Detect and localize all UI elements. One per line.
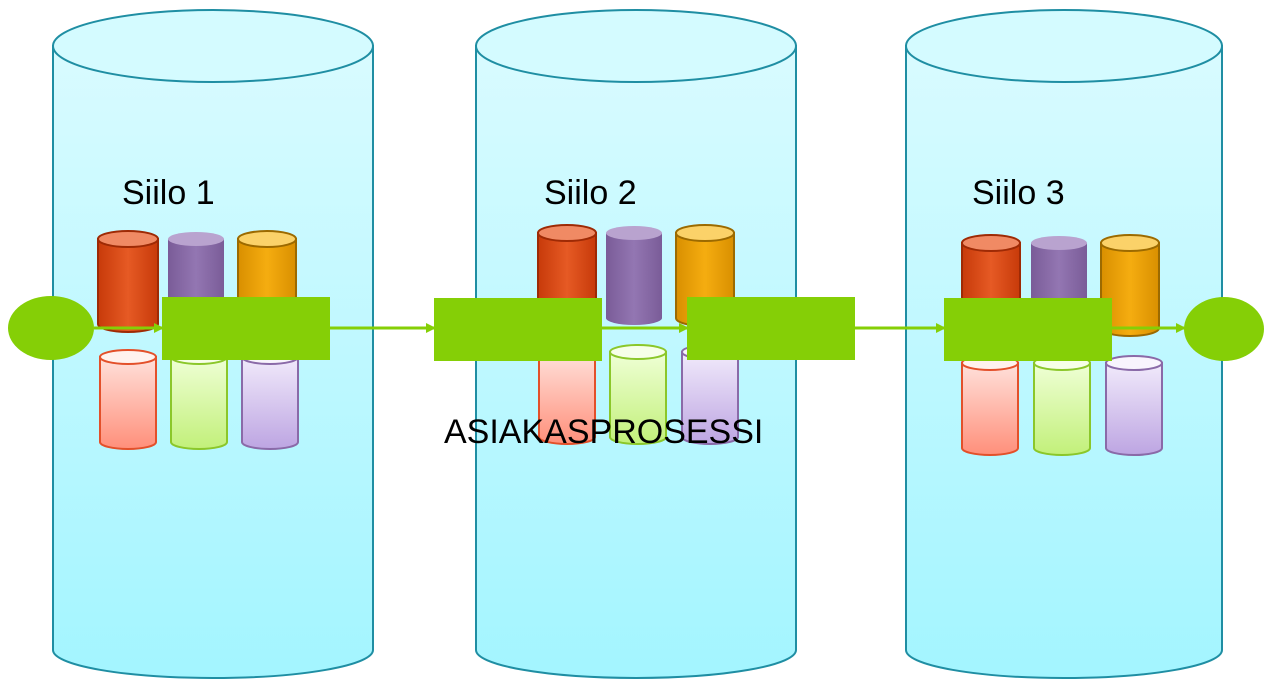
orange-database-icon	[1100, 234, 1160, 337]
light-purple-database-icon	[1105, 355, 1163, 456]
purple-database-icon	[606, 226, 662, 325]
process-end-node	[1184, 297, 1264, 361]
process-start-node	[8, 296, 94, 360]
silo-2-label: Siilo 2	[544, 174, 637, 212]
silo-1: Siilo 1	[52, 9, 374, 679]
process-label: ASIAKASPROSESSI	[444, 413, 763, 451]
silo-1-label: Siilo 1	[122, 174, 215, 212]
process-step-2	[434, 298, 602, 361]
process-step-3	[687, 297, 855, 360]
process-flow: ASIAKASPROSESSI	[8, 296, 1264, 451]
light-red-database-icon	[99, 349, 157, 450]
light-purple-database-icon	[241, 349, 299, 450]
silo-3-top	[905, 9, 1223, 83]
silo-2-top	[475, 9, 797, 83]
silo-3: Siilo 3	[905, 9, 1223, 679]
red-database-icon	[97, 230, 159, 333]
light-green-database-icon	[170, 349, 228, 450]
silo-3-label: Siilo 3	[972, 174, 1065, 212]
process-step-4	[944, 298, 1112, 361]
light-red-database-icon	[961, 355, 1019, 456]
silo-1-top	[52, 9, 374, 83]
light-green-database-icon	[609, 344, 667, 445]
light-green-database-icon	[1033, 355, 1091, 456]
process-step-1	[162, 297, 330, 360]
